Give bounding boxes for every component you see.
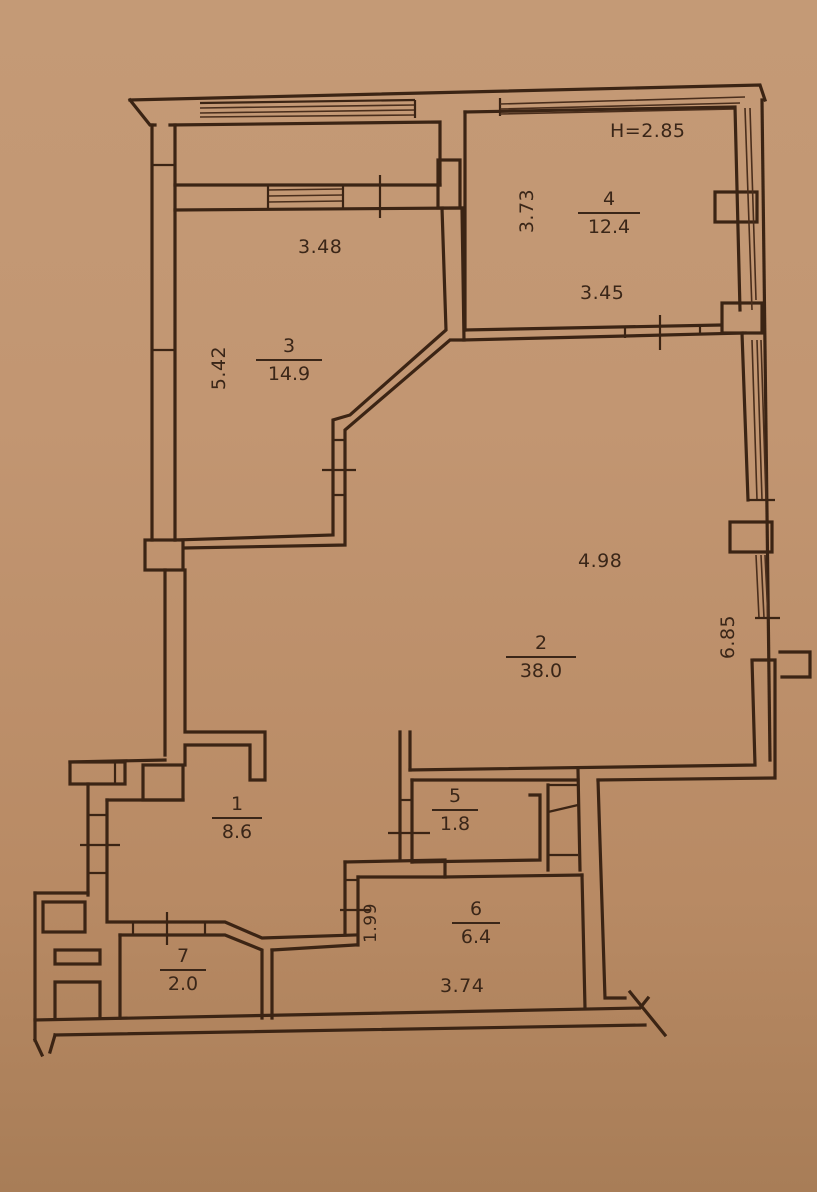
room-1-walls [68,758,357,940]
room-4-area: 12.4 [578,212,640,238]
room-3-width-dim: 3.48 [298,236,343,258]
room-6-width-dim: 3.74 [440,975,485,997]
room-6-number: 6 [469,898,483,920]
room-6-length-dim: 1.99 [360,903,381,943]
room-2-left-wall [163,568,412,862]
left-technical-block [33,891,102,1042]
room-2-right-wall [408,331,812,782]
room-2-number: 2 [534,632,548,654]
bottom-outer-wall [32,989,668,1058]
room-7-area: 2.0 [160,969,206,995]
room-7-number: 7 [176,945,190,967]
room-5-number: 5 [448,785,462,807]
room-2-label: 2 38.0 [506,632,576,682]
room-4-width-dim: 3.45 [580,282,625,304]
room-6-label: 6 6.4 [452,898,500,948]
room-3-number: 3 [282,335,296,357]
room-3-area: 14.9 [256,359,322,385]
room-4-walls [462,98,772,762]
room-7-walls [118,912,357,1020]
room-1-number: 1 [230,793,244,815]
room-1-area: 8.6 [212,817,262,843]
room-7-label: 7 2.0 [160,945,206,995]
room-2-area: 38.0 [506,656,576,682]
room-5-label: 5 1.8 [432,785,478,835]
room-5-walls [388,768,582,872]
room-5-area: 1.8 [432,809,478,835]
room-6-walls [340,778,627,1010]
room-2-width-dim: 4.98 [578,550,623,572]
ceiling-height-label: H=2.85 [610,120,686,142]
room-1-label: 1 8.6 [212,793,262,843]
room-4-label: 4 12.4 [578,188,640,238]
room-2-length-dim: 6.85 [717,614,740,660]
loggia-top [127,83,768,187]
room-6-area: 6.4 [452,922,500,948]
room-4-number: 4 [602,188,616,210]
room-4-length-dim: 3.73 [516,188,539,234]
room-3-length-dim: 5.42 [208,345,231,391]
room-3-label: 3 14.9 [256,335,322,385]
